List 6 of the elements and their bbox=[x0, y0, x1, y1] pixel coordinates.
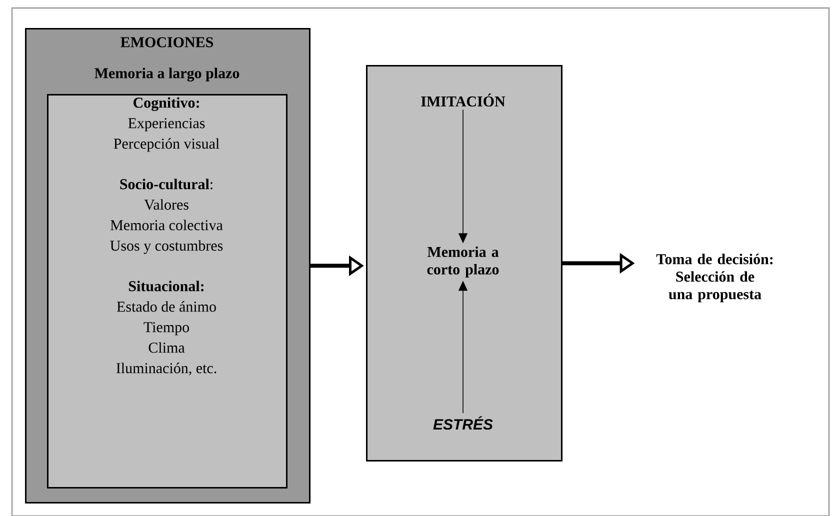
label: IMITACIÓN bbox=[421, 94, 506, 106]
label: Toma de decisión: Selección de una propuesta bbox=[656, 254, 773, 302]
box: Cognitivo: Experiencias Percepción visual Socio-cultural: Valores Memoria colectiva Usos y costumbres Situacional: Estado de ánimo Tiempo Clima Iluminación, etc. bbox=[47, 94, 288, 488]
label: ESTRÉS bbox=[433, 416, 493, 430]
label: Memoria a corto plazo bbox=[427, 246, 499, 278]
box bbox=[366, 65, 562, 462]
